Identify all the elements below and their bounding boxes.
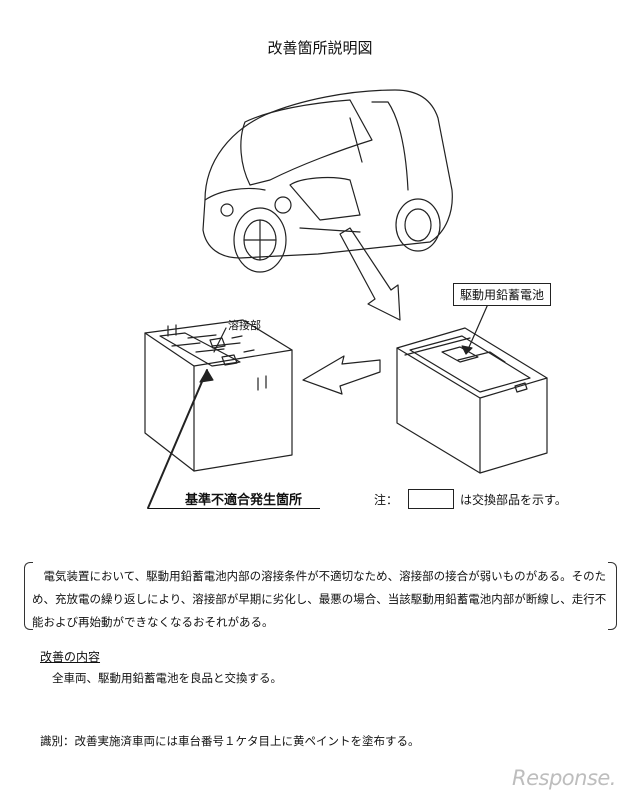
response-watermark-logo: Response. bbox=[512, 766, 616, 790]
defect-arrowhead bbox=[199, 369, 214, 383]
note-suffix: は交換部品を示す。 bbox=[460, 492, 567, 507]
bracket-right bbox=[608, 562, 617, 630]
arrow-battery-to-cutaway bbox=[302, 355, 381, 395]
page-title: 改善箇所説明図 bbox=[267, 39, 373, 57]
defect-label-underline bbox=[148, 508, 320, 509]
diagram-figure bbox=[144, 89, 548, 509]
note-prefix: 注： bbox=[374, 492, 399, 507]
identification-text: 識別：改善実施済車両には車台番号１ケタ目上に黄ペイントを塗布する。 bbox=[40, 734, 420, 748]
defect-leader-line bbox=[147, 369, 208, 509]
replacement-battery bbox=[396, 327, 548, 474]
battery-label: 駆動用鉛蓄電池 bbox=[453, 283, 552, 306]
battery-label-leader bbox=[465, 303, 489, 355]
replacement-part-legend-box bbox=[408, 489, 455, 509]
weld-label: 溶接部 bbox=[228, 319, 261, 332]
vehicle-illustration bbox=[202, 89, 453, 273]
legend-note: 注： は交換部品を示す。 bbox=[374, 489, 567, 509]
cutaway-battery bbox=[144, 319, 293, 472]
defect-explanation: 電気装置において、駆動用鉛蓄電池内部の溶接条件が不適切なため、溶接部の接合が弱い… bbox=[32, 569, 607, 629]
defect-location-label: 基準不適合発生箇所 bbox=[185, 493, 303, 508]
improvement-body: 全車両、駆動用鉛蓄電池を良品と交換する。 bbox=[52, 671, 282, 685]
bracket-left bbox=[24, 562, 33, 630]
arrow-car-to-battery bbox=[339, 227, 401, 321]
weld-leader-line bbox=[213, 327, 227, 353]
improvement-heading: 改善の内容 bbox=[40, 650, 101, 664]
